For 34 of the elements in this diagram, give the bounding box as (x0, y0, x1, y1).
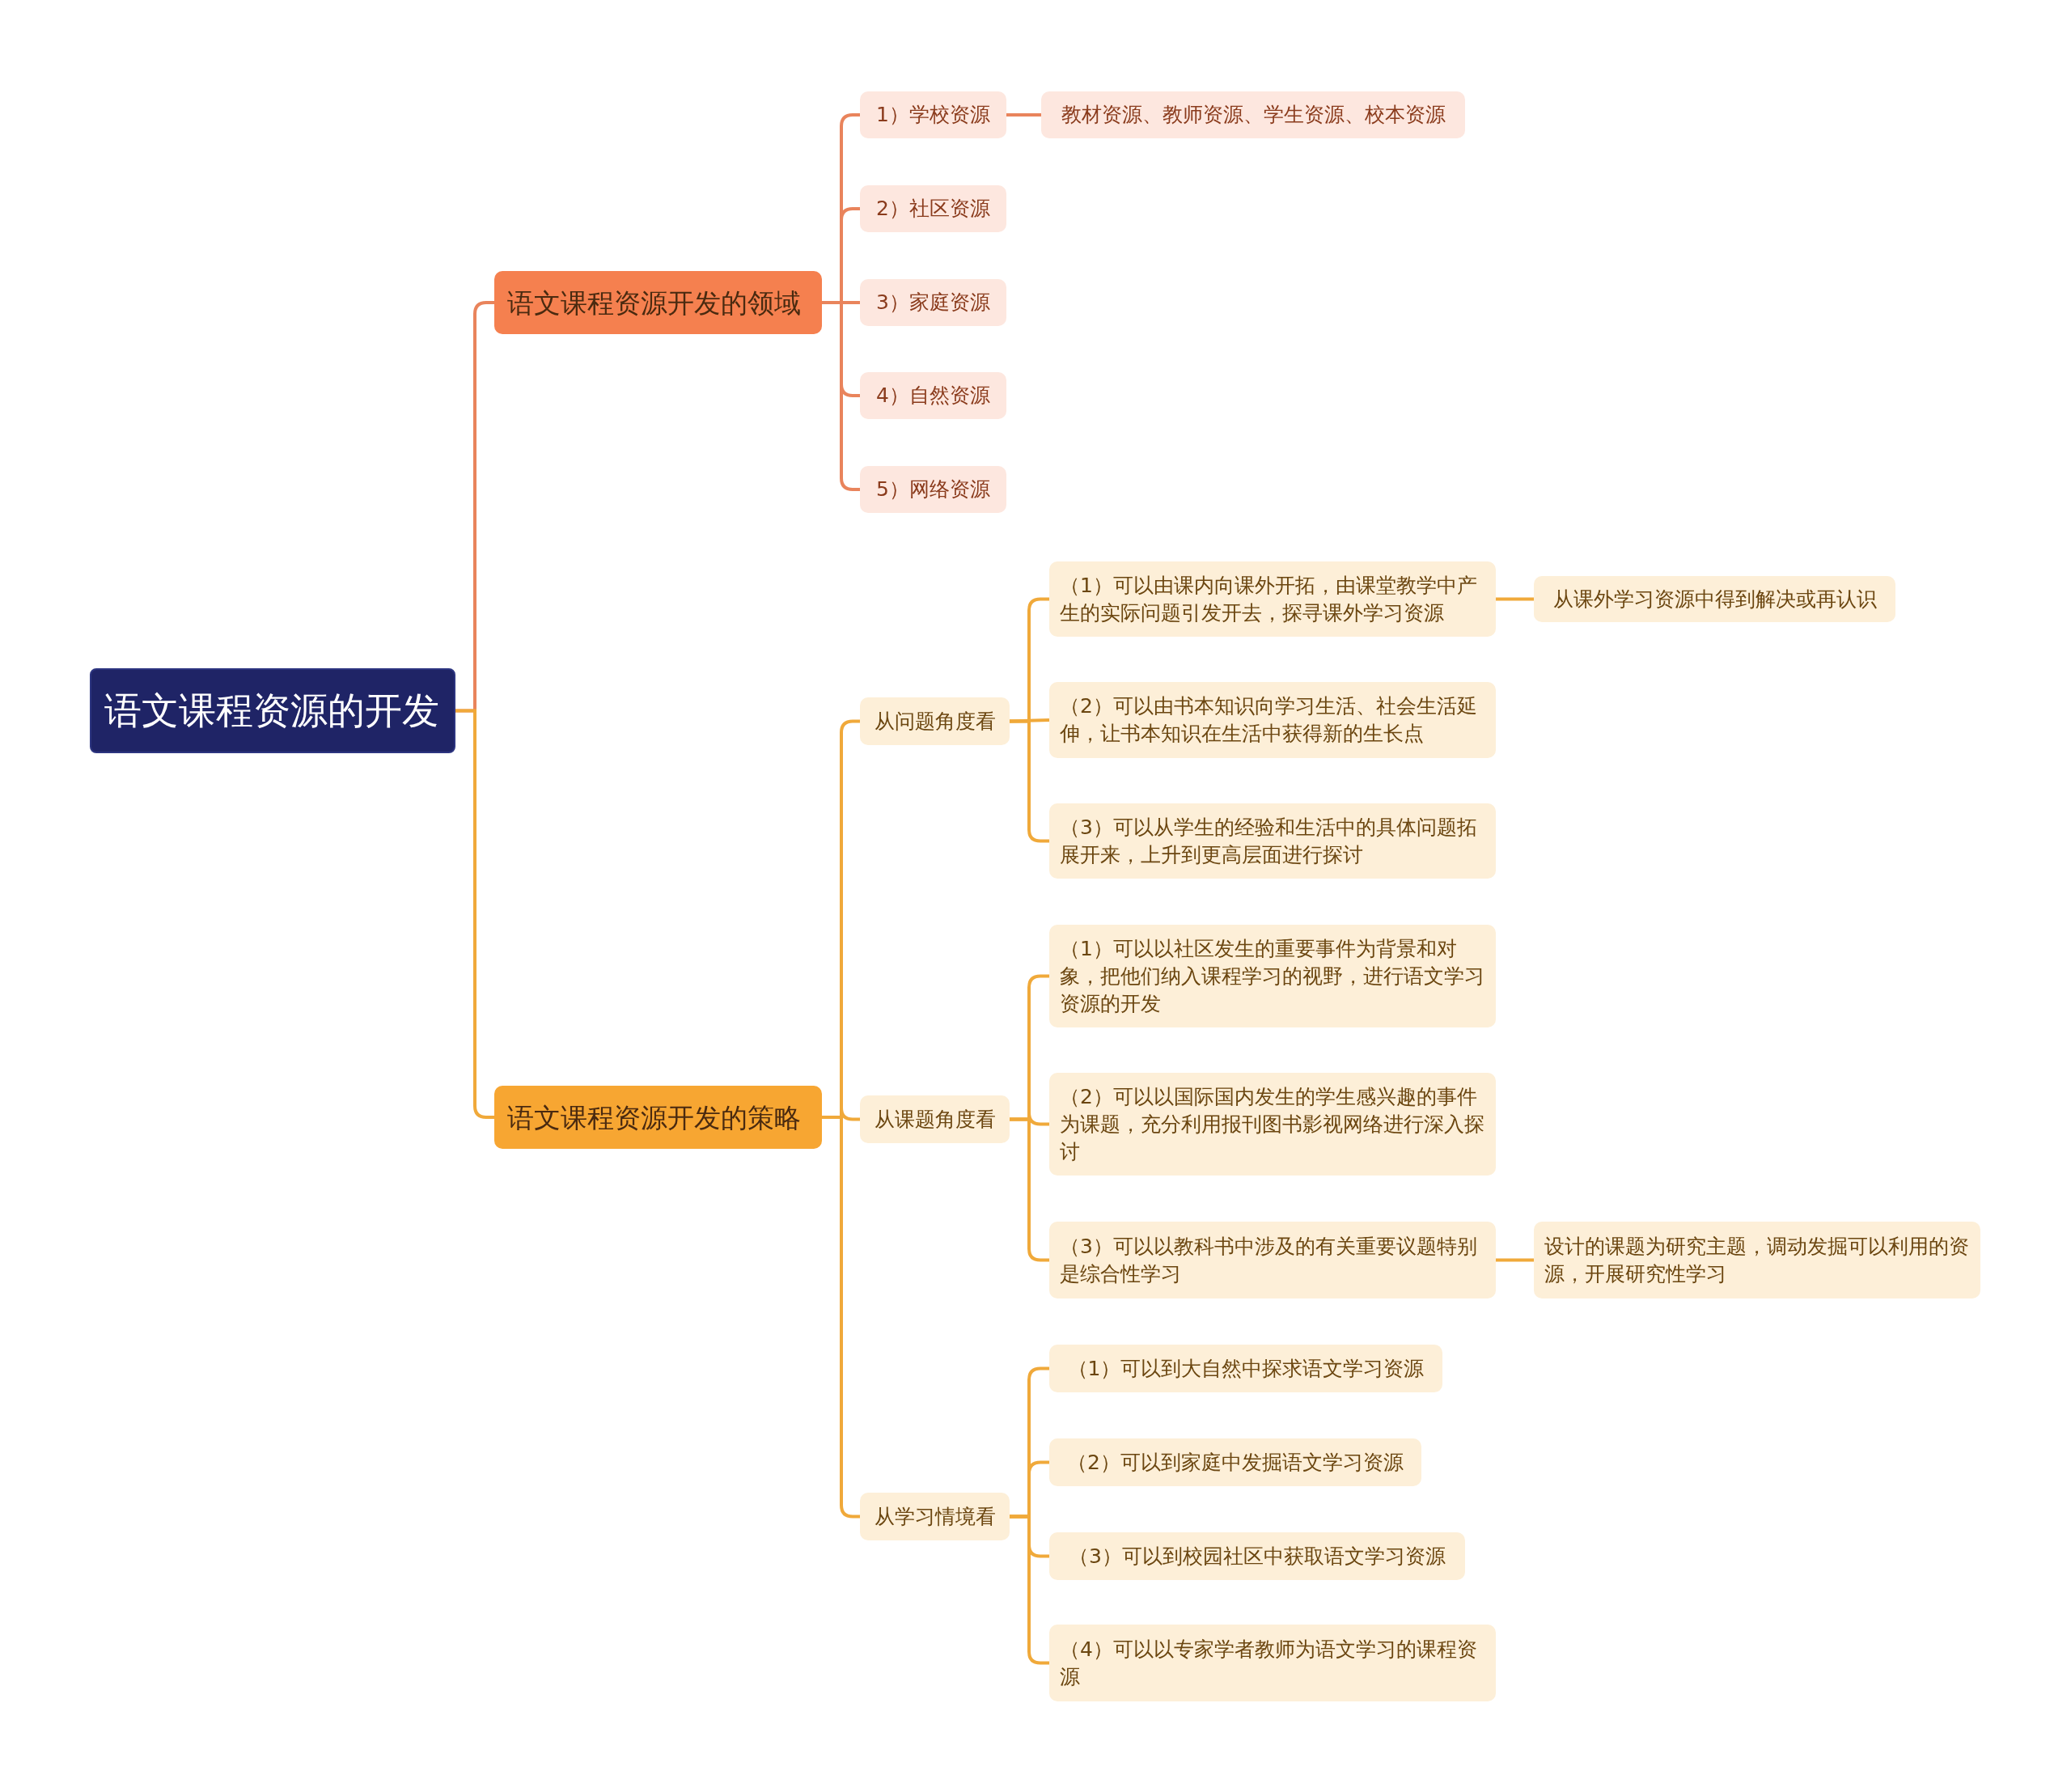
subtopic-box: 从问题角度看 (860, 697, 1010, 745)
connector (1010, 719, 1049, 843)
subtopic-box: （2）可以以国际国内发生的学生感兴趣的事件为课题，充分利用报刊图书影视网络进行深入探讨 (1049, 1073, 1496, 1176)
subtopic-box: 从课外学习资源中得到解决或再认识 (1534, 576, 1895, 622)
subtopic-box: （1）可以以社区发生的重要事件为背景和对象，把他们纳入课程学习的视野，进行语文学习资源的开发 (1049, 925, 1496, 1027)
root-topic-box: 语文课程资源的开发 (90, 668, 455, 753)
subtopic-box: 教材资源、教师资源、学生资源、校本资源 (1041, 91, 1465, 138)
branch-topic-box: 语文课程资源开发的领域 (494, 271, 822, 334)
subtopic-box: 4）自然资源 (860, 372, 1006, 419)
branch-topic-box: 语文课程资源开发的策略 (494, 1086, 822, 1149)
connector (1496, 1258, 1534, 1262)
subtopic-box: 从学习情境看 (860, 1493, 1010, 1540)
connector (1010, 1515, 1049, 1665)
subtopic-box: （1）可以由课内向课外开拓，由课堂教学中产生的实际问题引发开去，探寻课外学习资源 (1049, 561, 1496, 637)
connector (822, 1116, 860, 1519)
subtopic-box: （3）可以以教科书中涉及的有关重要议题特别是综合性学习 (1049, 1222, 1496, 1298)
subtopic-box: 设计的课题为研究主题，调动发掘可以利用的资源，开展研究性学习 (1534, 1222, 1980, 1298)
subtopic-box: 2）社区资源 (860, 185, 1006, 232)
subtopic-box: 1）学校资源 (860, 91, 1006, 138)
subtopic-box: （1）可以到大自然中探求语文学习资源 (1049, 1345, 1442, 1392)
connector (1010, 1117, 1049, 1262)
subtopic-box: 3）家庭资源 (860, 279, 1006, 326)
connector (1009, 718, 1050, 723)
subtopic-box: 5）网络资源 (860, 466, 1006, 513)
connector (1006, 113, 1041, 117)
subtopic-box: （4）可以以专家学者教师为语文学习的课程资源 (1049, 1625, 1496, 1701)
connector (822, 301, 860, 491)
connector (1496, 597, 1534, 601)
subtopic-box: （2）可以由书本知识向学习生活、社会生活延伸，让书本知识在生活中获得新的生长点 (1049, 682, 1496, 758)
subtopic-box: （3）可以从学生的经验和生活中的具体问题拓展开来，上升到更高层面进行探讨 (1049, 803, 1496, 879)
connector (455, 709, 494, 1119)
subtopic-box: （2）可以到家庭中发掘语文学习资源 (1049, 1438, 1421, 1486)
subtopic-box: 从课题角度看 (860, 1095, 1010, 1143)
subtopic-box: （3）可以到校园社区中获取语文学习资源 (1049, 1532, 1465, 1580)
